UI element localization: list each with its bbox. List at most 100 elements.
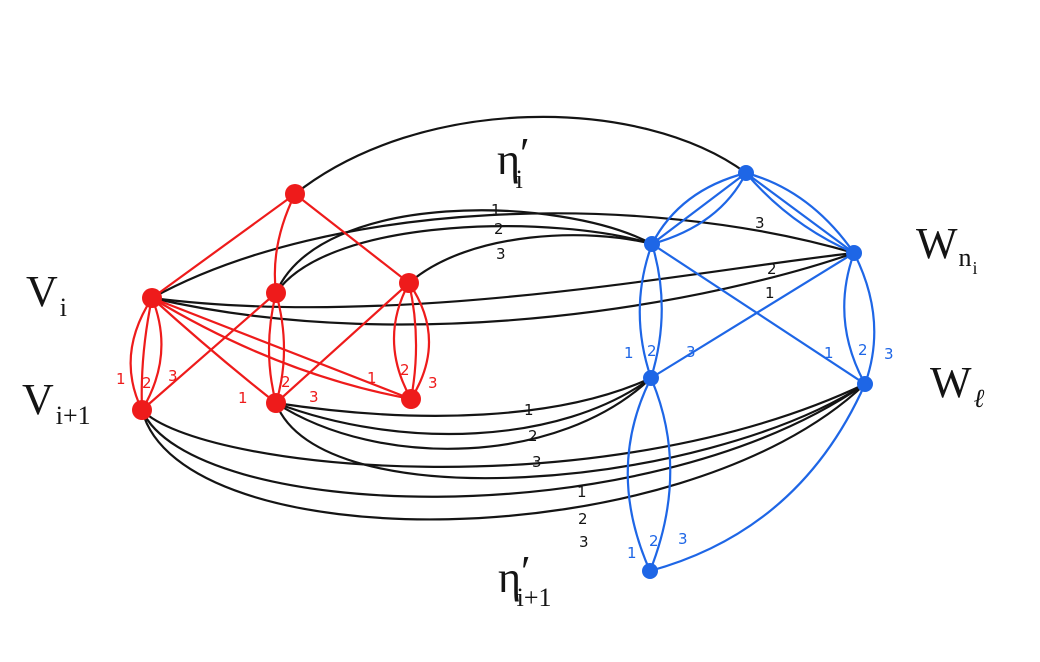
blue-nodes [642, 165, 873, 579]
red-multiplicities: 1 2 3 1 2 3 1 2 3 [116, 361, 438, 407]
edge-vi-to-wn-c [151, 251, 855, 326]
mult-wn-1: 1 [765, 284, 775, 302]
mult-mid-1: 1 [524, 401, 534, 419]
mult-bottom-3: 3 [678, 530, 688, 548]
edge-c-to-h-1 [275, 377, 652, 417]
edge-blue-wn-wl-a [843, 252, 866, 385]
edge-red-right-e-a [392, 282, 412, 400]
mult-top-3: 3 [496, 245, 506, 263]
edge-red-mid-c-b [274, 292, 286, 404]
node-red-mid [266, 283, 286, 303]
edge-vi1-to-wl-2 [140, 383, 866, 498]
label-vi: Vi [26, 267, 67, 322]
edge-red-vi-c [151, 297, 277, 404]
mult-l-2: 2 [858, 341, 868, 359]
edge-red-right-e-b [407, 282, 418, 400]
black-multiplicities: 1 2 3 3 2 1 1 2 3 1 2 3 [491, 201, 777, 551]
node-blue-bottom [642, 563, 658, 579]
edge-c-to-wl [274, 383, 866, 480]
mult-c-3: 3 [309, 388, 319, 406]
edge-mid-to-g-2 [275, 225, 653, 294]
mult-vi-1: 1 [116, 370, 126, 388]
edge-c-to-h-3 [275, 377, 652, 450]
edge-blue-h-wn [650, 252, 855, 379]
mult-mid-2: 2 [528, 427, 538, 445]
red-nodes [132, 184, 421, 420]
mult-top-1: 1 [491, 201, 501, 219]
edge-red-vi-vi1-a [129, 297, 153, 411]
node-wn [846, 245, 862, 261]
mult-e-2: 2 [400, 361, 410, 379]
edge-blue-h-bottom-b [648, 377, 672, 572]
mult-vi-2: 2 [142, 374, 152, 392]
edge-red-vi-vi1-b [140, 297, 154, 411]
edge-blue-f-g-a [651, 171, 747, 245]
label-eta-i1: η′i+1 [498, 547, 552, 612]
mult-l-1: 1 [824, 344, 834, 362]
mult-g-3: 3 [686, 343, 696, 361]
edge-red-mid-c-a [267, 292, 278, 404]
edge-vi1-to-wl-1 [141, 383, 866, 468]
mult-bottom-1: 1 [627, 544, 637, 562]
edge-red-right-c [275, 282, 410, 404]
mult-mid-3: 3 [532, 453, 542, 471]
node-blue-top [738, 165, 754, 181]
edge-blue-f-g-c [651, 172, 747, 245]
vertex-labels: Vi Vi+1 Wni Wℓ η′i η′i+1 [22, 129, 985, 612]
edge-blue-wn-wl-b [853, 252, 876, 385]
edge-red-top-mid [273, 193, 296, 294]
edge-vi1-to-wl-3 [140, 383, 866, 521]
label-wn: Wni [916, 219, 978, 278]
mult-e-1: 1 [367, 369, 377, 387]
node-wl [857, 376, 873, 392]
mult-c-1: 1 [238, 389, 248, 407]
node-red-c [266, 393, 286, 413]
edge-blue-f-wn-c [745, 172, 855, 254]
red-edges [129, 193, 431, 411]
mult-bot-1: 1 [577, 483, 587, 501]
mult-c-2: 2 [281, 373, 291, 391]
edge-blue-f-wn-b [745, 172, 855, 255]
mult-vi-3: 3 [168, 367, 178, 385]
label-wl: Wℓ [930, 358, 985, 413]
edge-red-vi1-mid [141, 292, 277, 411]
node-red-right [399, 273, 419, 293]
mult-wn-2: 2 [767, 260, 777, 278]
edge-c-to-h-2 [275, 377, 652, 436]
mult-bot-3: 3 [579, 533, 589, 551]
mult-e-3: 3 [428, 374, 438, 392]
edge-mid-to-g-1 [274, 209, 653, 294]
blue-edges [626, 171, 876, 573]
mult-l-3: 3 [884, 345, 894, 363]
edge-top-to-blue-top [294, 115, 747, 195]
mult-wn-3: 3 [755, 214, 765, 232]
edge-red-vi-e-2 [151, 297, 412, 401]
node-vi [142, 288, 162, 308]
edge-blue-g-wl [651, 243, 866, 385]
edge-blue-f-wn-a [745, 171, 855, 254]
edge-red-top-right [294, 193, 410, 284]
edge-red-right-e-c [408, 282, 431, 400]
node-red-e [401, 389, 421, 409]
node-blue-g [644, 236, 660, 252]
edge-blue-g-h-b [649, 243, 663, 379]
edge-red-vi-e-1 [151, 296, 412, 401]
label-eta-i: η′i [497, 129, 530, 194]
mult-top-2: 2 [494, 220, 504, 238]
blue-multiplicities: 1 2 3 1 2 3 1 2 3 [624, 341, 894, 562]
edge-red-vi-vi1-c [141, 297, 163, 411]
edge-blue-f-g-b [651, 172, 747, 246]
edge-vi-to-wn-a [151, 212, 855, 299]
edge-blue-wl-bottom [649, 383, 867, 573]
node-vi1 [132, 400, 152, 420]
mult-g-2: 2 [647, 342, 657, 360]
label-vi1: Vi+1 [22, 375, 91, 430]
edge-blue-g-h-a [638, 243, 654, 379]
edge-right-to-g [408, 234, 653, 284]
mult-bottom-2: 2 [649, 532, 659, 550]
edge-red-vi-top [151, 193, 296, 299]
edge-blue-h-bottom-a [626, 377, 652, 572]
node-red-top [285, 184, 305, 204]
node-blue-h [643, 370, 659, 386]
